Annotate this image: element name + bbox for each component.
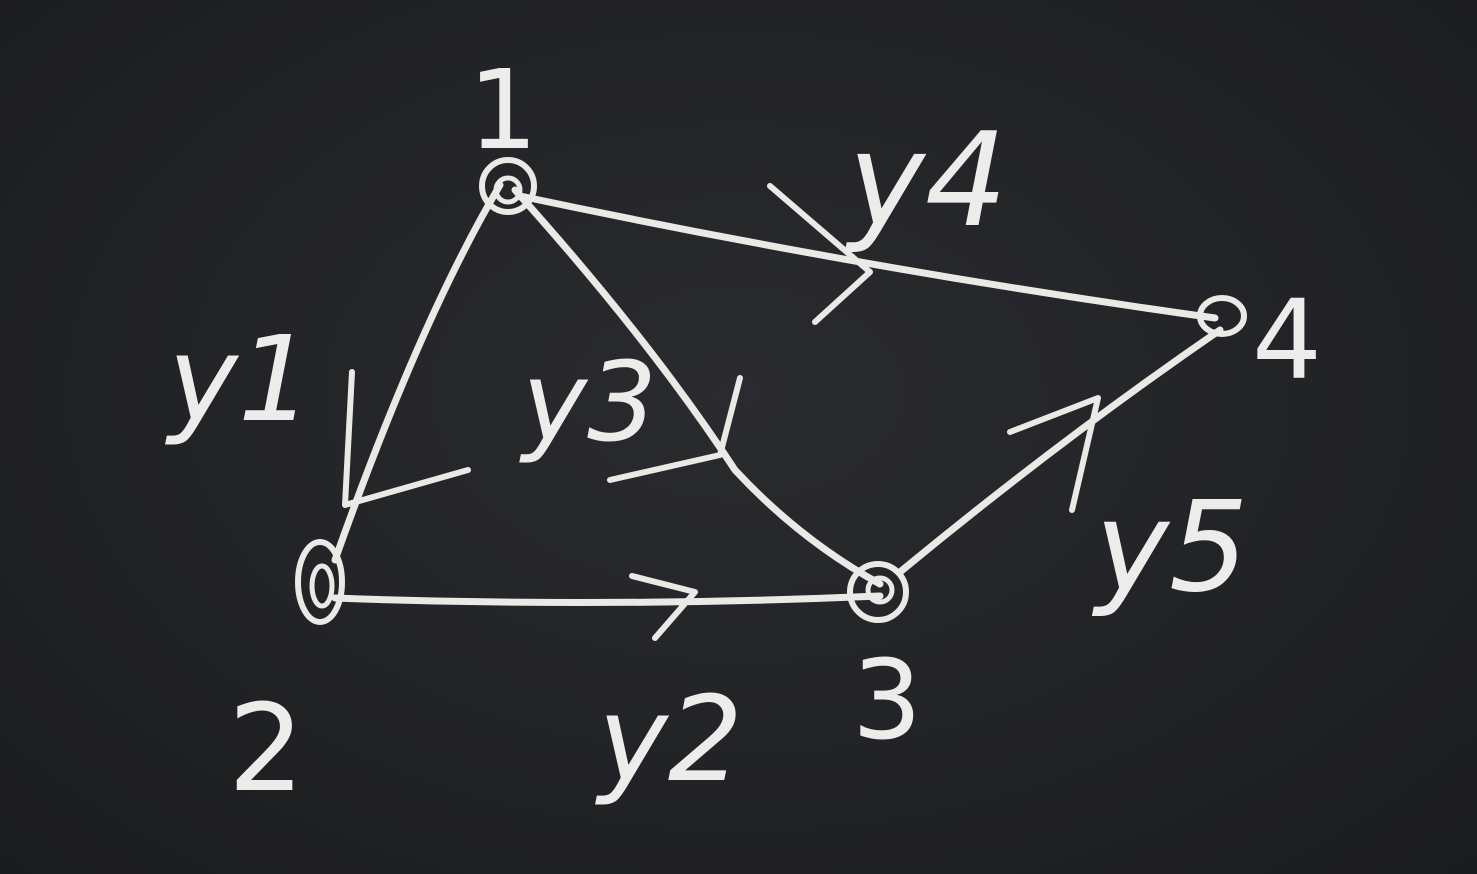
arrowhead-y1: [342, 369, 471, 508]
arrowhead-y3: [607, 375, 743, 483]
edge-label-y5: y5: [1091, 475, 1249, 620]
edge-label-y3: y3: [519, 338, 657, 466]
edge-label-y1: y1: [165, 310, 313, 448]
node-label-4: 4: [1252, 276, 1322, 404]
node-label-2: 2: [228, 680, 304, 819]
node-1: [479, 157, 537, 215]
edges: [331, 181, 1224, 607]
edge-y4: [516, 192, 1219, 322]
node-4: [1197, 295, 1247, 337]
edge-labels: y1 y2 y3 y4 y5: [165, 104, 1249, 808]
node-labels: 1 2 3 4: [228, 46, 1322, 819]
nodes: [295, 157, 1247, 625]
arrowhead-y4: [767, 183, 873, 325]
node-label-3: 3: [852, 636, 922, 764]
arrowhead-y2: [629, 573, 698, 641]
arrowheads: [342, 183, 1101, 641]
edge-y2: [331, 592, 884, 607]
node-2: [295, 539, 345, 625]
edge-y5: [896, 326, 1224, 576]
node-3: [847, 561, 909, 623]
edge-label-y2: y2: [595, 670, 743, 808]
arrowhead-y5: [1007, 395, 1101, 513]
edge-label-y4: y4: [844, 104, 1008, 256]
node-label-1: 1: [468, 46, 538, 174]
edge-y1: [331, 181, 504, 564]
